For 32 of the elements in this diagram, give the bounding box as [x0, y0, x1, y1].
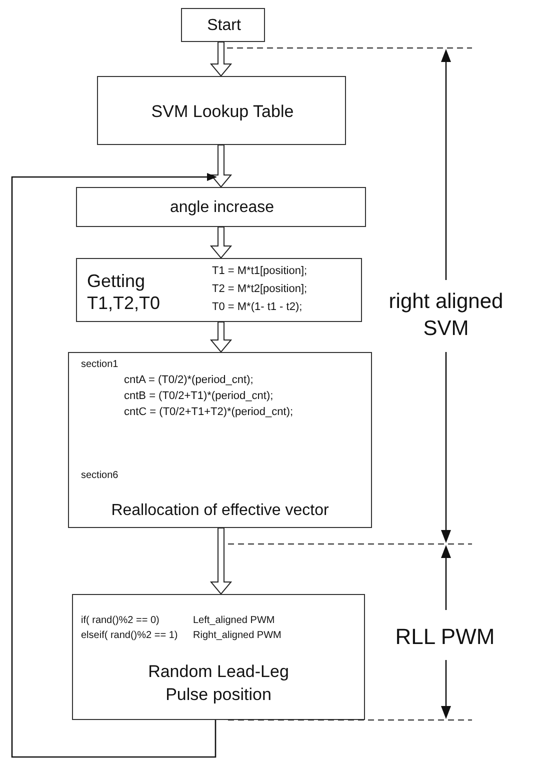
process-box — [181, 8, 265, 42]
arrow — [210, 226, 232, 259]
code-line: if( rand()%2 == 0) — [81, 615, 160, 626]
process-box — [72, 594, 365, 720]
code-line: Left_aligned PWM — [193, 615, 275, 626]
code-line: section1 — [81, 359, 118, 370]
dimension-label: right aligned SVM — [388, 289, 504, 342]
arrow — [210, 528, 232, 595]
arrow — [210, 322, 232, 353]
code-line: T1 = M*t1[position]; — [212, 265, 308, 277]
process-box — [97, 76, 346, 145]
step-label: Getting T1,T2,T0 — [87, 271, 162, 314]
code-line: cntC = (T0/2+T1+T2)*(period_cnt); — [124, 406, 294, 418]
step-label: angle increase — [168, 198, 276, 218]
code-line: section6 — [81, 470, 118, 481]
code-line: cntB = (T0/2+T1)*(period_cnt); — [124, 390, 274, 402]
arrow — [210, 144, 232, 188]
code-line: Right_aligned PWM — [193, 630, 282, 641]
code-line: T2 = M*t2[position]; — [212, 283, 308, 295]
step-label: Reallocation of effective vector — [110, 501, 330, 521]
arrow — [210, 42, 232, 77]
dimension-label: RLL PWM — [394, 623, 496, 651]
process-box — [76, 258, 362, 322]
process-box — [68, 352, 372, 528]
step-label: Random Lead-Leg Pulse position — [147, 661, 290, 706]
arrow — [11, 173, 217, 758]
step-label: Start — [206, 16, 242, 36]
code-line: elseif( rand()%2 == 1) — [81, 630, 178, 641]
code-line: cntA = (T0/2)*(period_cnt); — [124, 374, 254, 386]
process-box — [76, 187, 366, 227]
code-line: T0 = M*(1- t1 - t2); — [212, 301, 302, 313]
step-label: SVM Lookup Table — [150, 100, 295, 122]
